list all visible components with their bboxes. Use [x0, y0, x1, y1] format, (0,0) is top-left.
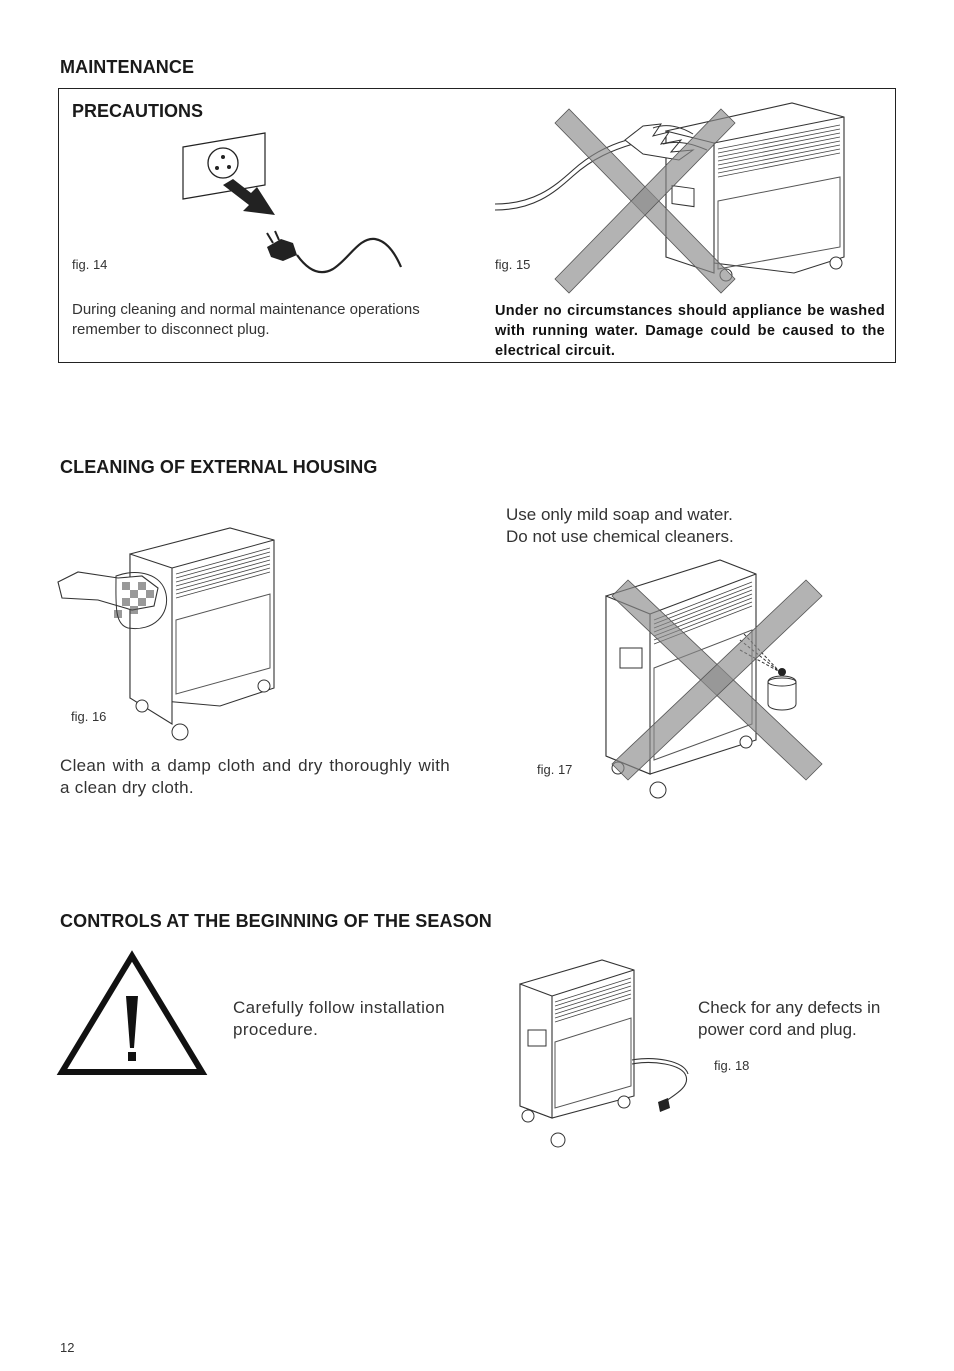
fig18-label: fig. 18	[714, 1058, 750, 1073]
section-title-controls: CONTROLS AT THE BEGINNING OF THE SEASON	[60, 911, 492, 931]
precautions-text-left: During cleaning and normal maintenance o…	[72, 301, 420, 338]
fig14-label: fig. 14	[72, 257, 108, 272]
warning-triangle-icon	[56, 950, 208, 1075]
wall-socket-icon	[182, 132, 266, 200]
appliance-icon	[129, 527, 275, 741]
precautions-title: PRECAUTIONS	[72, 101, 204, 121]
water-spray-icon	[494, 123, 708, 211]
fig16-label: fig. 16	[71, 709, 107, 724]
controls-text-check: Check for any defects in power cord and …	[698, 998, 881, 1039]
cleaning-text-soap-line2: Do not use chemical cleaners.	[506, 527, 734, 546]
arrow-icon	[223, 179, 275, 215]
plug-icon	[266, 230, 403, 274]
cleaning-text-damp: Clean with a damp cloth and dry thorough…	[60, 756, 450, 797]
hand-icon	[57, 571, 168, 630]
cleaning-text-soap-line1: Use only mild soap and water.	[506, 505, 733, 524]
spray-can-icon	[739, 633, 797, 711]
appliance-icon	[519, 959, 689, 1148]
section-title-cleaning: CLEANING OF EXTERNAL HOUSING	[60, 457, 378, 477]
fig17-label: fig. 17	[537, 762, 573, 777]
cross-icon	[611, 579, 823, 781]
fig15-label: fig. 15	[495, 257, 531, 272]
controls-text-install: Carefully follow installation procedure.	[233, 998, 445, 1039]
precautions-text-right: Under no circumstances should appliance …	[495, 303, 885, 359]
section-title-maintenance: MAINTENANCE	[60, 57, 195, 77]
precautions-box: PRECAUTIONS fig. 14	[58, 88, 896, 363]
cross-icon	[554, 108, 736, 294]
page-number: 12	[60, 1340, 75, 1355]
